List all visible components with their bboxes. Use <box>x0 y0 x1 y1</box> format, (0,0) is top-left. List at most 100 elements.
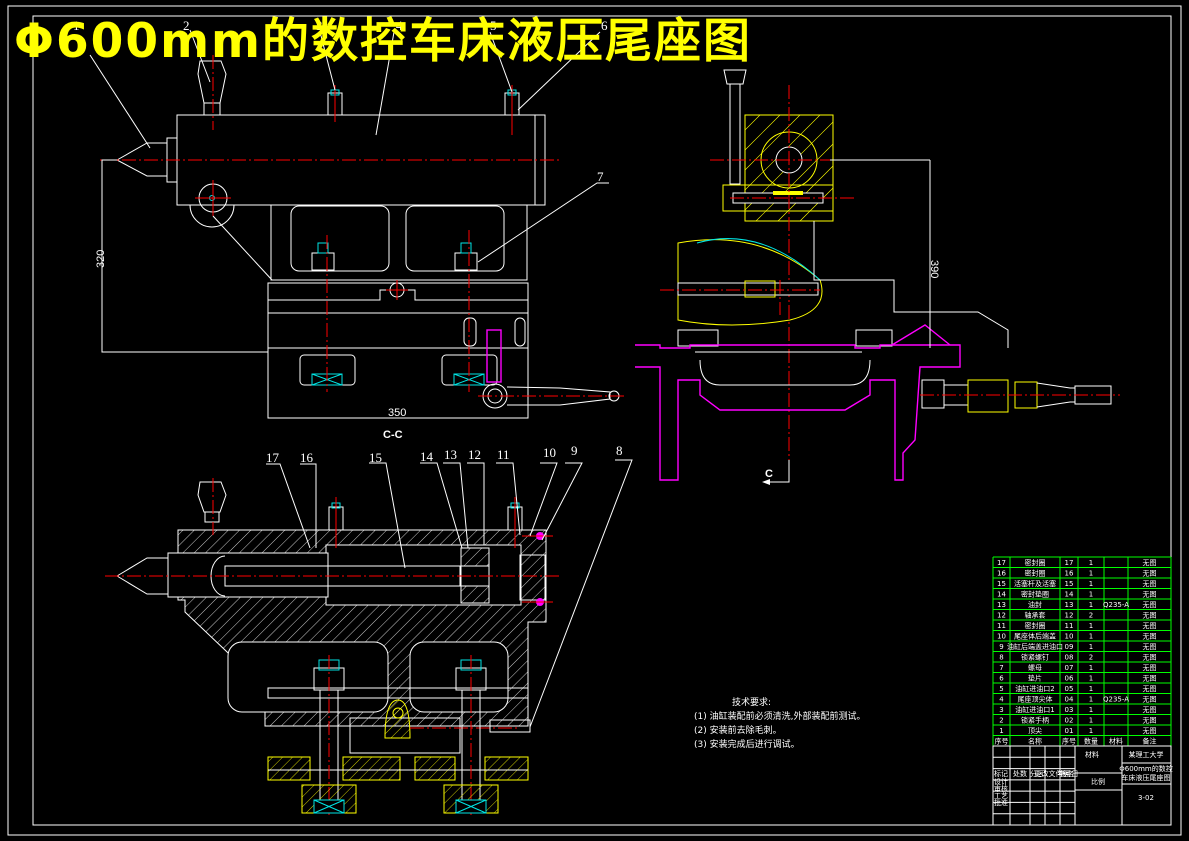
parts-cell-note: 无图 <box>1143 717 1157 725</box>
parts-cell-qty: 2 <box>1089 654 1093 662</box>
parts-cell-note: 无图 <box>1143 727 1157 735</box>
parts-cell-name: 油封 <box>1028 600 1042 609</box>
title-block-cell: 标记 <box>994 769 1008 778</box>
parts-cell-qty: 1 <box>1089 601 1093 609</box>
part-label-4: 4 <box>396 18 403 33</box>
title-block-cell: 更改文件号 <box>1035 769 1070 778</box>
part-label-12: 12 <box>468 447 481 462</box>
section-marker-c: C <box>765 468 773 480</box>
parts-cell-qty: 1 <box>1089 685 1093 693</box>
parts-cell-name: 顶尖 <box>1028 726 1042 735</box>
parts-cell-code: 06 <box>1065 675 1074 683</box>
parts-header: 数量 <box>1084 737 1098 746</box>
parts-header: 序号 <box>1062 737 1076 746</box>
parts-cell-name: 螺母 <box>1028 663 1042 672</box>
parts-cell-qty: 1 <box>1089 706 1093 714</box>
outer-frame <box>7 5 1182 836</box>
parts-cell-code: 04 <box>1065 696 1074 704</box>
parts-cell-note: 无图 <box>1143 643 1157 651</box>
parts-cell-no: 17 <box>997 559 1006 567</box>
side-view <box>635 69 1120 485</box>
parts-cell-qty: 1 <box>1089 633 1093 641</box>
parts-header: 备注 <box>1143 737 1157 746</box>
parts-cell-no: 2 <box>999 717 1003 725</box>
title-block-cell: 设计 <box>994 777 1008 786</box>
parts-cell-qty: 1 <box>1089 696 1093 704</box>
base-lower <box>267 282 529 349</box>
parts-cell-no: 6 <box>999 675 1004 683</box>
part-label-7: 7 <box>597 169 604 184</box>
parts-cell-note: 无图 <box>1143 622 1157 630</box>
parts-cell-code: 13 <box>1065 601 1074 609</box>
parts-cell-no: 1 <box>999 727 1003 735</box>
technical-requirements: 技术要求: (1) 油缸装配前必须清洗,外部装配前测试。 (2) 安装前去除毛刺… <box>694 696 865 752</box>
parts-cell-note: 无图 <box>1143 591 1157 599</box>
inner-frame <box>32 15 1172 826</box>
parts-cell-qty: 1 <box>1089 570 1093 578</box>
parts-cell-no: 3 <box>999 706 1003 714</box>
parts-cell-name: 垫片 <box>1028 674 1042 683</box>
part-label-16: 16 <box>300 450 314 465</box>
part-label-10: 10 <box>543 445 556 460</box>
tech-req-item-2: (2) 安装前去除毛刺。 <box>694 726 782 736</box>
part-label-2: 2 <box>183 18 190 33</box>
dim-320: 320 <box>95 250 107 268</box>
parts-cell-no: 5 <box>999 685 1003 693</box>
parts-cell-note: 无图 <box>1143 685 1157 693</box>
parts-cell-qty: 1 <box>1089 580 1093 588</box>
parts-cell-no: 13 <box>997 601 1006 609</box>
parts-cell-note: 无图 <box>1143 559 1157 567</box>
parts-cell-code: 16 <box>1065 570 1074 578</box>
parts-cell-name: 尾座体后端盖 <box>1014 632 1056 641</box>
part-label-1: 1 <box>73 18 80 33</box>
parts-cell-name: 油缸进油口2 <box>1015 684 1054 693</box>
parts-cell-no: 15 <box>997 580 1006 588</box>
parts-cell-code: 15 <box>1065 580 1074 588</box>
parts-cell-name: 尾座顶尖体 <box>1018 695 1053 704</box>
base-upper <box>270 204 528 281</box>
parts-header: 名称 <box>1028 737 1042 746</box>
parts-cell-no: 9 <box>999 643 1003 651</box>
parts-cell-note: 无图 <box>1143 706 1157 714</box>
parts-cell-code: 08 <box>1065 654 1074 662</box>
title-block-cell: 签名 <box>1060 769 1074 778</box>
parts-cell-no: 14 <box>997 591 1006 599</box>
tech-req-item-3: (3) 安装完成后进行调试。 <box>694 740 800 750</box>
parts-cell-name: 密封圈 <box>1025 621 1046 630</box>
parts-cell-code: 17 <box>1065 559 1074 567</box>
parts-cell-qty: 1 <box>1089 675 1093 683</box>
parts-cell-qty: 1 <box>1089 664 1093 672</box>
parts-header: 材料 <box>1109 737 1123 746</box>
title-block-cell: 年月日 <box>1058 769 1079 778</box>
parts-cell-no: 12 <box>997 612 1006 620</box>
parts-cell-note: 无图 <box>1143 664 1157 672</box>
parts-cell-qty: 1 <box>1089 591 1093 599</box>
parts-cell-code: 07 <box>1065 664 1074 672</box>
title-block-cell: 审核 <box>994 784 1008 793</box>
parts-cell-material: Q235-A <box>1103 601 1129 609</box>
parts-cell-note: 无图 <box>1143 633 1157 641</box>
parts-cell-qty: 1 <box>1089 559 1093 567</box>
parts-cell-name: 密封圈 <box>1025 558 1046 567</box>
parts-cell-note: 无图 <box>1143 570 1157 578</box>
parts-cell-name: 活塞杆及活塞 <box>1014 579 1056 588</box>
dim-320-line <box>101 159 268 353</box>
part-label-13: 13 <box>444 447 457 462</box>
parts-cell-code: 14 <box>1065 591 1074 599</box>
title-block: 某理工大学Φ600mm的数控车床液压尾座图3-02材料比例标记处数分区更改文件号… <box>992 745 1173 826</box>
parts-cell-code: 01 <box>1065 727 1074 735</box>
title-block-cell: 工艺 <box>994 792 1008 800</box>
tech-req-item-1: (1) 油缸装配前必须清洗,外部装配前测试。 <box>694 712 866 722</box>
part-label-17: 17 <box>266 450 280 465</box>
part-label-9: 9 <box>571 443 578 458</box>
parts-cell-code: 09 <box>1065 643 1074 651</box>
title-block-scale: 比例 <box>1091 777 1105 786</box>
parts-cell-no: 16 <box>997 570 1006 578</box>
parts-cell-name: 密封垫圈 <box>1021 590 1049 599</box>
title-block-cell: 分区 <box>1030 769 1044 778</box>
parts-cell-qty: 1 <box>1089 717 1093 725</box>
parts-cell-code: 11 <box>1065 622 1074 630</box>
parts-cell-note: 无图 <box>1143 580 1157 588</box>
